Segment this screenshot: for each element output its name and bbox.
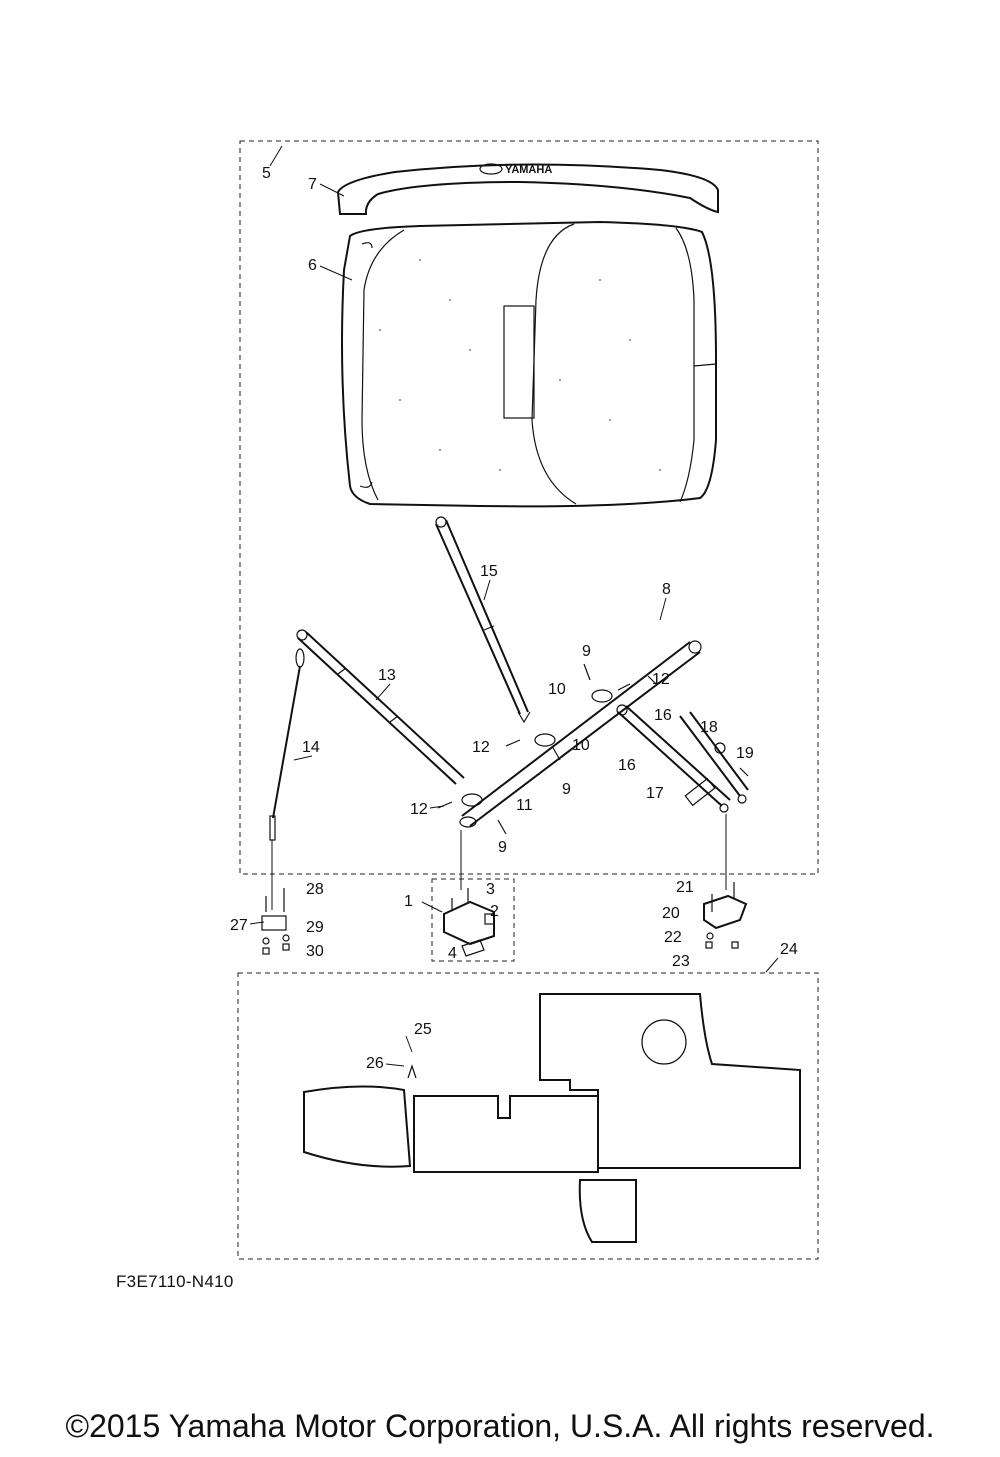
callout-10b: 10 (572, 737, 590, 754)
rod-14 (269, 648, 305, 841)
leader-lines (249, 145, 779, 1067)
copyright-notice: ©2015 Yamaha Motor Corporation, U.S.A. A… (65, 1408, 935, 1444)
callout-3: 3 (486, 881, 495, 898)
yamaha-logo-text: YAMAHA (505, 164, 552, 176)
callout-19: 19 (736, 745, 754, 762)
callout-23: 23 (672, 953, 690, 970)
callout-14: 14 (302, 739, 320, 756)
struts-16 (616, 704, 749, 813)
callout-13: 13 (378, 667, 396, 684)
callout-9a: 9 (582, 643, 591, 660)
callout-30: 30 (306, 943, 324, 960)
mat-set-24-box (237, 972, 819, 1260)
callout-12a: 12 (652, 671, 670, 688)
strap-7: YAMAHA (336, 163, 719, 215)
hardware-pins (437, 663, 749, 835)
callout-9b: 9 (562, 781, 571, 798)
callout-21: 21 (676, 879, 694, 896)
bracket-hardware-left (261, 888, 290, 955)
pole-13 (296, 629, 465, 785)
callout-16a: 16 (654, 707, 672, 724)
bracket-1 (443, 888, 495, 957)
callout-20: 20 (662, 905, 680, 922)
callout-9c: 9 (498, 839, 507, 856)
callout-25: 25 (414, 1021, 432, 1038)
pole-8 (459, 640, 702, 828)
callout-12c: 12 (410, 801, 428, 818)
bracket-20 (703, 882, 748, 949)
seat-cover-6 (341, 220, 717, 508)
callout-27: 27 (230, 917, 248, 934)
floor-mats-24 (303, 993, 801, 1243)
callout-7: 7 (308, 176, 317, 193)
callout-29: 29 (306, 919, 324, 936)
callout-16b: 16 (618, 757, 636, 774)
callout-2: 2 (490, 903, 499, 920)
callout-28: 28 (306, 881, 324, 898)
callout-18: 18 (700, 719, 718, 736)
callout-15: 15 (480, 563, 498, 580)
callout-5: 5 (262, 165, 271, 182)
bracket-group-1-box (431, 878, 515, 962)
callout-10a: 10 (548, 681, 566, 698)
callout-4: 4 (448, 945, 457, 962)
callout-24: 24 (780, 941, 798, 958)
pole-15 (435, 516, 531, 724)
callout-26: 26 (366, 1055, 384, 1072)
callout-6: 6 (308, 257, 317, 274)
assembly-5-box (239, 140, 819, 875)
callout-17: 17 (646, 785, 664, 802)
callout-12b: 12 (472, 739, 490, 756)
callout-1: 1 (404, 893, 413, 910)
part-code: F3E7110-N410 (116, 1272, 234, 1291)
callout-22: 22 (664, 929, 682, 946)
callout-8: 8 (662, 581, 671, 598)
callout-11: 11 (516, 797, 533, 814)
